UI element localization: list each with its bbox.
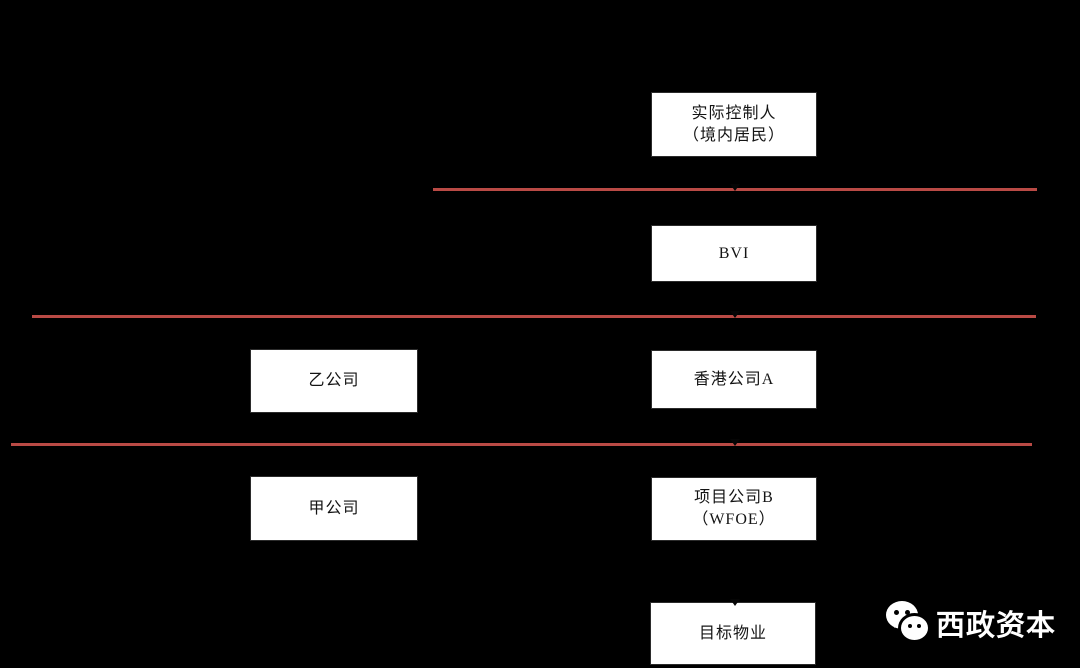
node-hongkong-company-a: 香港公司A: [651, 350, 817, 409]
node-target-property: 目标物业: [650, 602, 816, 665]
node-label-line: 香港公司A: [693, 370, 775, 388]
node-actual-controller: 实际控制人 （境内居民）: [651, 92, 817, 157]
node-company-yi: 乙公司: [250, 349, 418, 413]
arrow-controller-to-bvi: [730, 184, 740, 191]
wechat-icon: [884, 597, 930, 649]
node-label-line: 目标物业: [698, 624, 767, 642]
arrow-hk-to-wfoe: [730, 439, 740, 446]
brand-watermark: 西政资本: [884, 592, 1064, 654]
border-line-bottom: [11, 443, 1032, 446]
node-label-line: 实际控制人: [691, 104, 777, 122]
node-company-jia: 甲公司: [250, 476, 418, 541]
arrow-bvi-to-hk: [730, 311, 740, 318]
node-label-line: （境内居民）: [682, 126, 785, 144]
node-label-line: BVI: [718, 244, 750, 262]
node-project-company-b: 项目公司B （WFOE）: [651, 477, 817, 541]
node-bvi: BVI: [651, 225, 817, 282]
brand-name: 西政资本: [936, 610, 1057, 642]
arrow-wfoe-to-property: [730, 599, 740, 606]
wechat-bubble-small: [901, 616, 928, 640]
border-line-middle: [32, 315, 1036, 318]
node-label-line: 项目公司B: [694, 489, 774, 506]
node-label-line: 乙公司: [308, 372, 360, 389]
node-label-line: （WFOE）: [692, 511, 776, 528]
node-label-line: 甲公司: [308, 499, 360, 517]
